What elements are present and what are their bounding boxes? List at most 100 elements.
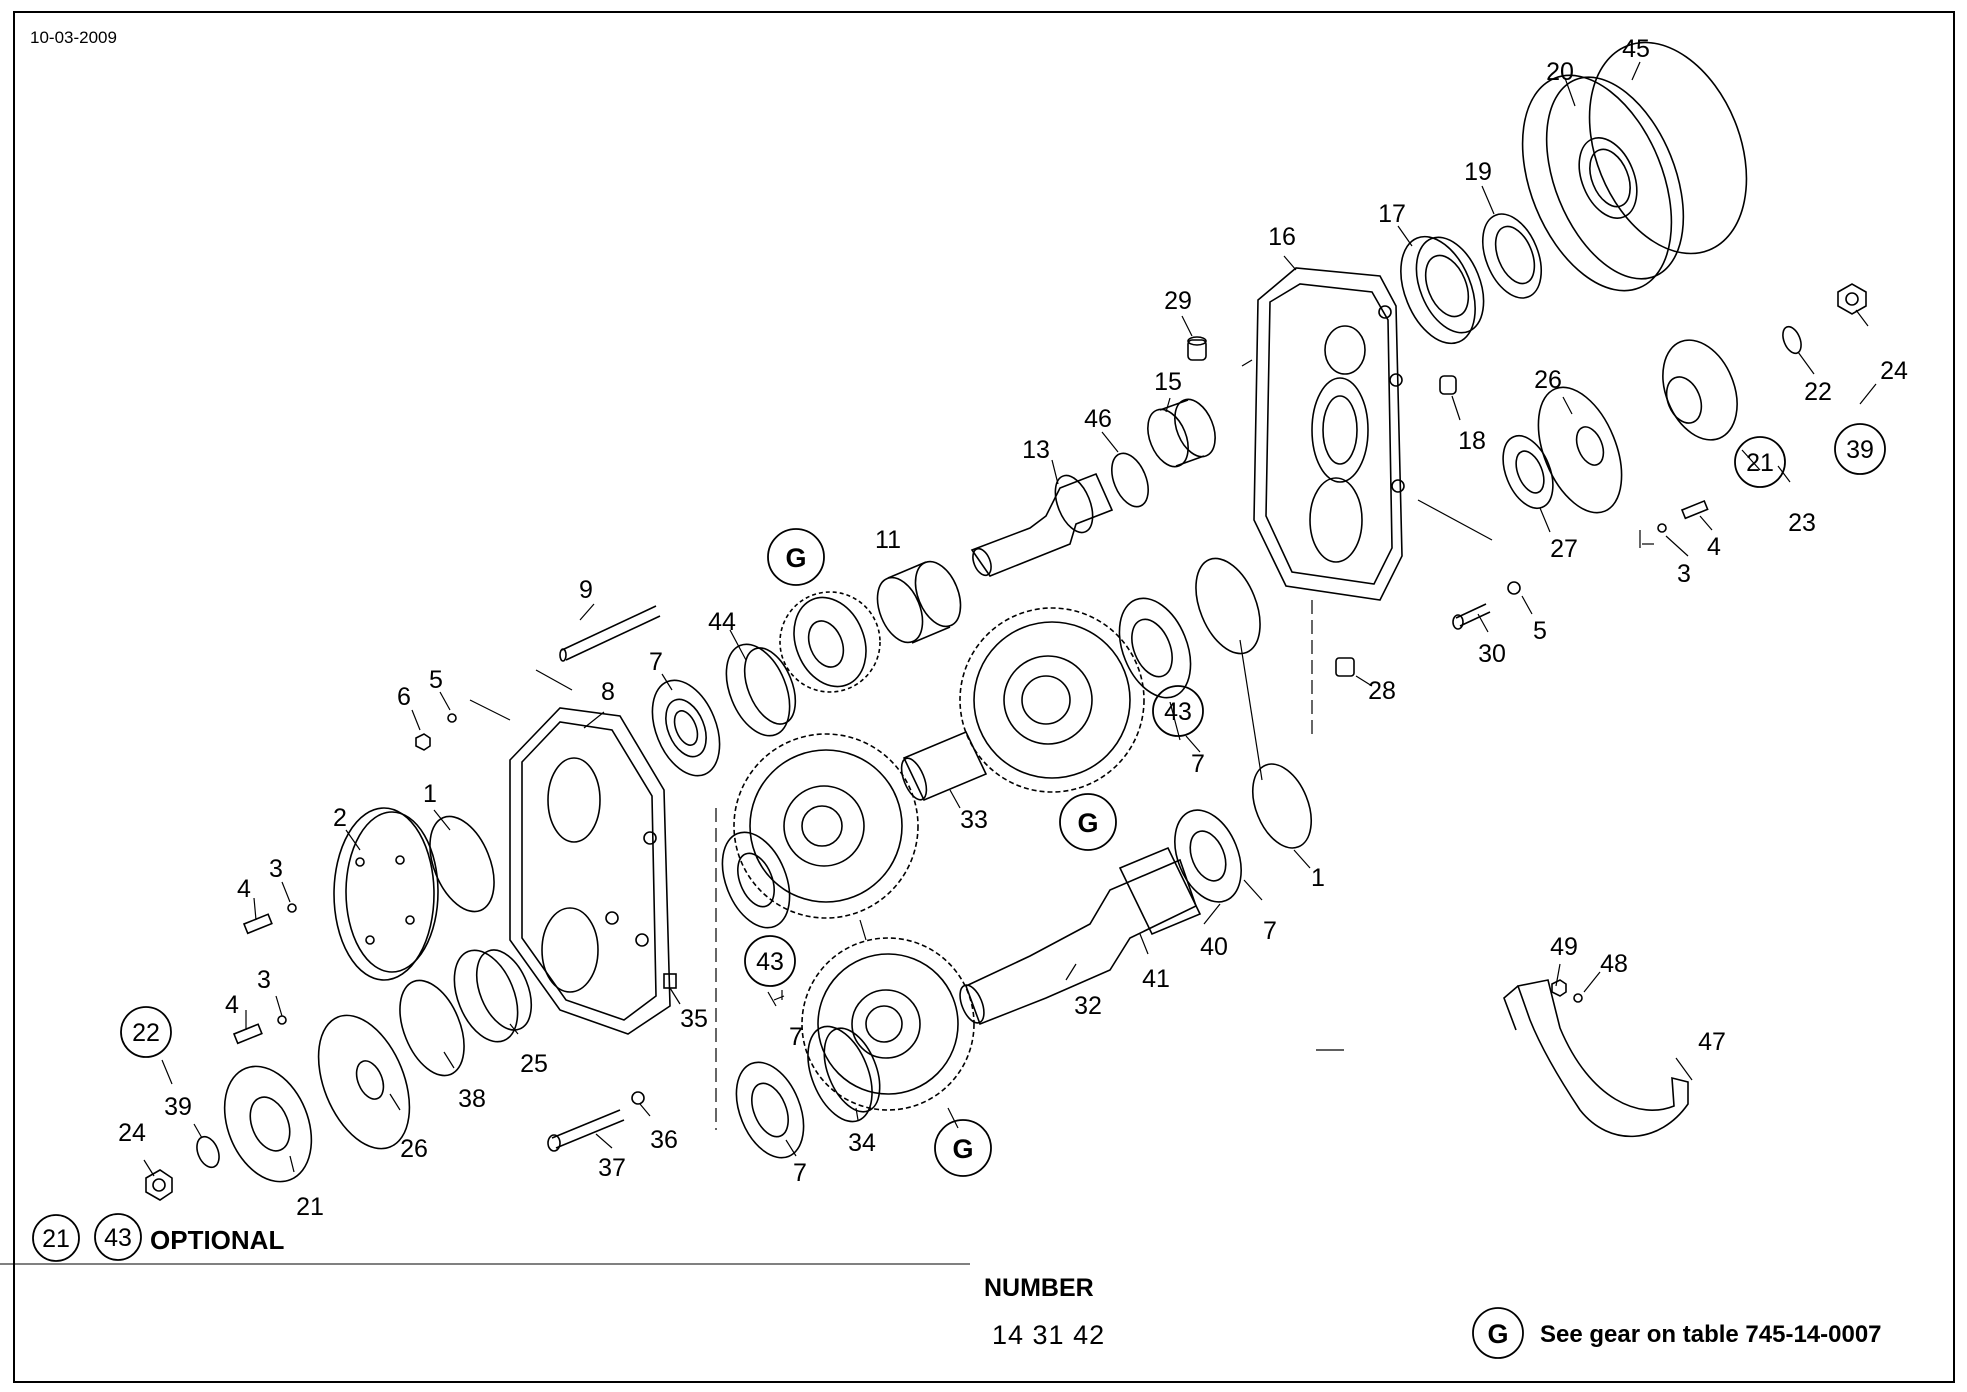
- callout-41: 41: [1142, 965, 1170, 993]
- callout-3-left-lower: 3: [257, 966, 271, 994]
- part-5-washer-right: [1507, 581, 1521, 595]
- callout-11: 11: [875, 526, 901, 554]
- callout-25: 25: [520, 1050, 548, 1078]
- part-9-stud: [559, 605, 661, 662]
- part-19-seal: [1481, 213, 1543, 299]
- part-3-washer-right: [1657, 523, 1667, 533]
- part-30-bolt: [1452, 603, 1491, 630]
- callout-19: 19: [1464, 158, 1492, 186]
- part-6-nut: [415, 733, 431, 751]
- callout-4-left-lower: 4: [225, 991, 239, 1019]
- part-gear-middle: [733, 733, 919, 919]
- callout-47: 47: [1698, 1028, 1726, 1056]
- gear-symbol: G: [1487, 1319, 1508, 1349]
- callout-15: 15: [1154, 368, 1182, 396]
- optional-label: OPTIONAL: [150, 1225, 285, 1255]
- part-21-flange-right: [1662, 339, 1738, 441]
- part-5-washer: [447, 713, 457, 723]
- callout-17: 17: [1378, 200, 1406, 228]
- callout-7-top: 7: [649, 648, 663, 676]
- part-46-ring: [1111, 452, 1149, 508]
- callout-45: 45: [1622, 35, 1650, 63]
- part-8-housing: [509, 707, 671, 1035]
- part-18-plug: [1439, 375, 1457, 395]
- part-27-seal: [1502, 435, 1554, 509]
- part-34-ring: [807, 1025, 881, 1123]
- part-26-plate-left: [317, 1014, 411, 1150]
- callout-34: 34: [848, 1129, 876, 1157]
- part-3-washer-upper: [287, 903, 297, 913]
- gear-table-note: See gear on table 745-14-0007: [1540, 1321, 1882, 1348]
- callout-7-right: 7: [1191, 750, 1205, 778]
- callout-6: 6: [397, 683, 411, 711]
- part-7-bearing-top: [651, 679, 721, 777]
- callout-18: 18: [1458, 427, 1486, 455]
- part-16-housing: [1253, 267, 1405, 601]
- part-15-needle-bearing: [1147, 398, 1216, 468]
- callout-29: 29: [1164, 287, 1192, 315]
- callout-24-left: 24: [118, 1119, 146, 1147]
- callout-46: 46: [1084, 405, 1112, 433]
- part-25-ring: [453, 949, 533, 1043]
- callout-33: 33: [960, 806, 988, 834]
- optional-circle-43: 43: [104, 1224, 132, 1252]
- part-1-ring-right-upper: [1195, 557, 1261, 655]
- callout-20: 20: [1546, 58, 1574, 86]
- callout-8: 8: [601, 678, 615, 706]
- part-26-plate-right: [1537, 386, 1623, 514]
- callout-16: 16: [1268, 223, 1296, 251]
- part-39-oring-left: [196, 1135, 220, 1169]
- optional-circle-21: 21: [42, 1225, 70, 1253]
- drawing-date: 10-03-2009: [30, 28, 117, 47]
- callout-3-left-upper: 3: [269, 855, 283, 883]
- callout-21-right: 21: [1746, 449, 1774, 477]
- callout-40: 40: [1200, 933, 1228, 961]
- part-38-ring: [399, 979, 465, 1077]
- callout-labels: 45 20 19 17 16 29 24 22 39 15 18 26 21 2…: [118, 35, 1908, 1221]
- part-4-bolt-right: [1680, 499, 1709, 520]
- number-label: NUMBER: [984, 1274, 1094, 1302]
- callout-37: 37: [598, 1154, 626, 1182]
- callout-26-left: 26: [400, 1135, 428, 1163]
- part-2-cover: [333, 807, 439, 981]
- callout-43-right: 43: [1164, 698, 1192, 726]
- part-1-ring-right-lower: [1251, 763, 1313, 849]
- part-37-bolt: [547, 1109, 625, 1152]
- callout-g-middle: G: [1077, 808, 1098, 838]
- drawing-border: [13, 11, 1955, 1383]
- callout-13: 13: [1022, 436, 1050, 464]
- part-41-spline: [1118, 846, 1202, 936]
- callout-30: 30: [1478, 640, 1506, 668]
- callout-22-right: 22: [1804, 378, 1832, 406]
- callout-1-right: 1: [1311, 864, 1325, 892]
- callout-9: 9: [579, 576, 593, 604]
- part-11-sleeve: [876, 560, 962, 644]
- callout-24-right: 24: [1880, 357, 1908, 385]
- callout-1-left: 1: [423, 780, 437, 808]
- part-3-washer-lower: [277, 1015, 287, 1025]
- part-g-gear-lower: [801, 937, 975, 1111]
- part-28-plug: [1335, 657, 1355, 677]
- callout-7-middle: 7: [789, 1023, 803, 1051]
- callout-39-left: 39: [164, 1093, 192, 1121]
- part-1-ring-left: [429, 815, 495, 913]
- part-4-bolt-upper: [242, 913, 273, 935]
- part-29-plug: [1187, 336, 1207, 361]
- part-17-bearing: [1400, 235, 1485, 345]
- callout-23: 23: [1788, 509, 1816, 537]
- callout-22-left: 22: [132, 1019, 160, 1047]
- callout-g-top: G: [785, 543, 806, 573]
- part-24-nut-right: [1837, 283, 1867, 315]
- callout-4-left-upper: 4: [237, 875, 251, 903]
- part-43-bearing-right: [1118, 597, 1192, 699]
- part-4-bolt-lower: [232, 1023, 263, 1045]
- part-7-bearing-lower: [735, 1061, 805, 1159]
- callout-g-bottom: G: [952, 1134, 973, 1164]
- callout-circles: [32, 423, 1886, 1359]
- callout-35: 35: [680, 1005, 708, 1033]
- callout-5-right: 5: [1533, 617, 1547, 645]
- part-40-bearing: [1174, 809, 1242, 903]
- callout-43-left: 43: [756, 948, 784, 976]
